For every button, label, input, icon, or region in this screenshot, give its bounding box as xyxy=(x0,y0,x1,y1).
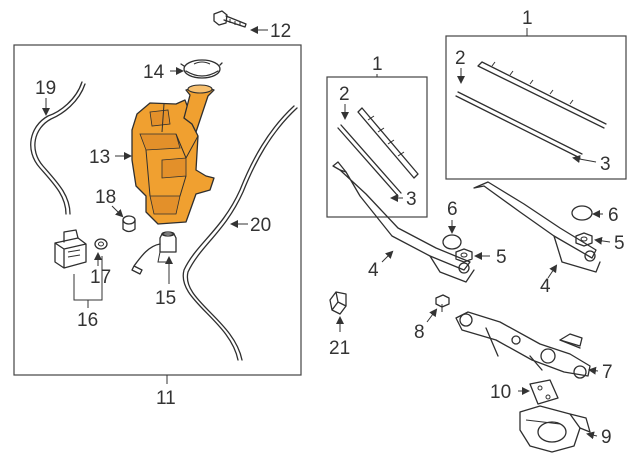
rear-blade-group-frame xyxy=(445,35,627,180)
callout-1-front: 1 xyxy=(372,54,383,75)
part-14-filler-cap[interactable] xyxy=(180,59,223,79)
part-16-washer-pump[interactable] xyxy=(54,229,87,269)
callout-10: 10 xyxy=(490,382,511,403)
callout-2-front: 2 xyxy=(339,84,350,105)
callout-17: 17 xyxy=(90,267,111,288)
callout-5-right: 5 xyxy=(614,233,625,254)
callout-15: 15 xyxy=(155,288,176,309)
part-12-bolt[interactable] xyxy=(213,10,247,28)
callout-21: 21 xyxy=(329,338,350,359)
callout-8: 8 xyxy=(414,322,425,343)
callout-6-left: 6 xyxy=(447,199,458,220)
callout-1-rear: 1 xyxy=(522,8,533,29)
part-20-hose[interactable] xyxy=(182,105,298,361)
callout-5-left: 5 xyxy=(496,247,507,268)
callout-labels: 12 14 13 18 19 20 17 15 16 11 1 2 3 1 2 … xyxy=(35,8,625,448)
rear-wiper-blade-set[interactable] xyxy=(455,61,607,159)
callout-2-rear: 2 xyxy=(455,48,466,69)
part-15-level-sensor[interactable] xyxy=(131,231,177,275)
callout-7: 7 xyxy=(602,362,613,383)
part-18-grommet[interactable] xyxy=(122,215,136,233)
part-7-wiper-linkage[interactable] xyxy=(455,311,591,379)
part-4-wiper-arm-left[interactable] xyxy=(332,161,475,283)
callout-4-left: 4 xyxy=(368,260,379,281)
callout-13: 13 xyxy=(89,147,110,168)
part-17-seal[interactable] xyxy=(94,238,108,250)
callout-20: 20 xyxy=(250,215,271,236)
part-4-wiper-arm-right[interactable] xyxy=(473,181,601,273)
part-13-washer-reservoir[interactable] xyxy=(131,84,215,225)
part-21-bushing[interactable] xyxy=(329,291,347,315)
callout-18: 18 xyxy=(95,187,116,208)
leader-lines xyxy=(42,26,611,440)
callout-19: 19 xyxy=(35,78,56,99)
washer-group-frame xyxy=(13,44,302,376)
part-9-wiper-motor[interactable] xyxy=(519,405,591,453)
part-5-nut-right[interactable] xyxy=(575,232,593,247)
callout-11: 11 xyxy=(156,388,176,409)
callout-12: 12 xyxy=(270,21,291,42)
callout-3-rear: 3 xyxy=(600,154,611,175)
part-6-cap-left[interactable] xyxy=(442,234,462,250)
callout-16: 16 xyxy=(77,310,98,331)
part-8-bolt[interactable] xyxy=(435,294,450,312)
callout-9: 9 xyxy=(601,427,612,448)
callout-4-right: 4 xyxy=(540,276,551,297)
part-19-hose[interactable] xyxy=(30,81,86,215)
front-wiper-blade-set[interactable] xyxy=(337,107,419,197)
callout-14: 14 xyxy=(143,62,165,83)
part-5-nut-left[interactable] xyxy=(455,248,473,263)
part-6-cap-right[interactable] xyxy=(571,205,593,221)
callout-6-right: 6 xyxy=(608,205,619,226)
callout-3-front: 3 xyxy=(406,189,417,210)
part-10-bracket[interactable] xyxy=(529,379,559,405)
